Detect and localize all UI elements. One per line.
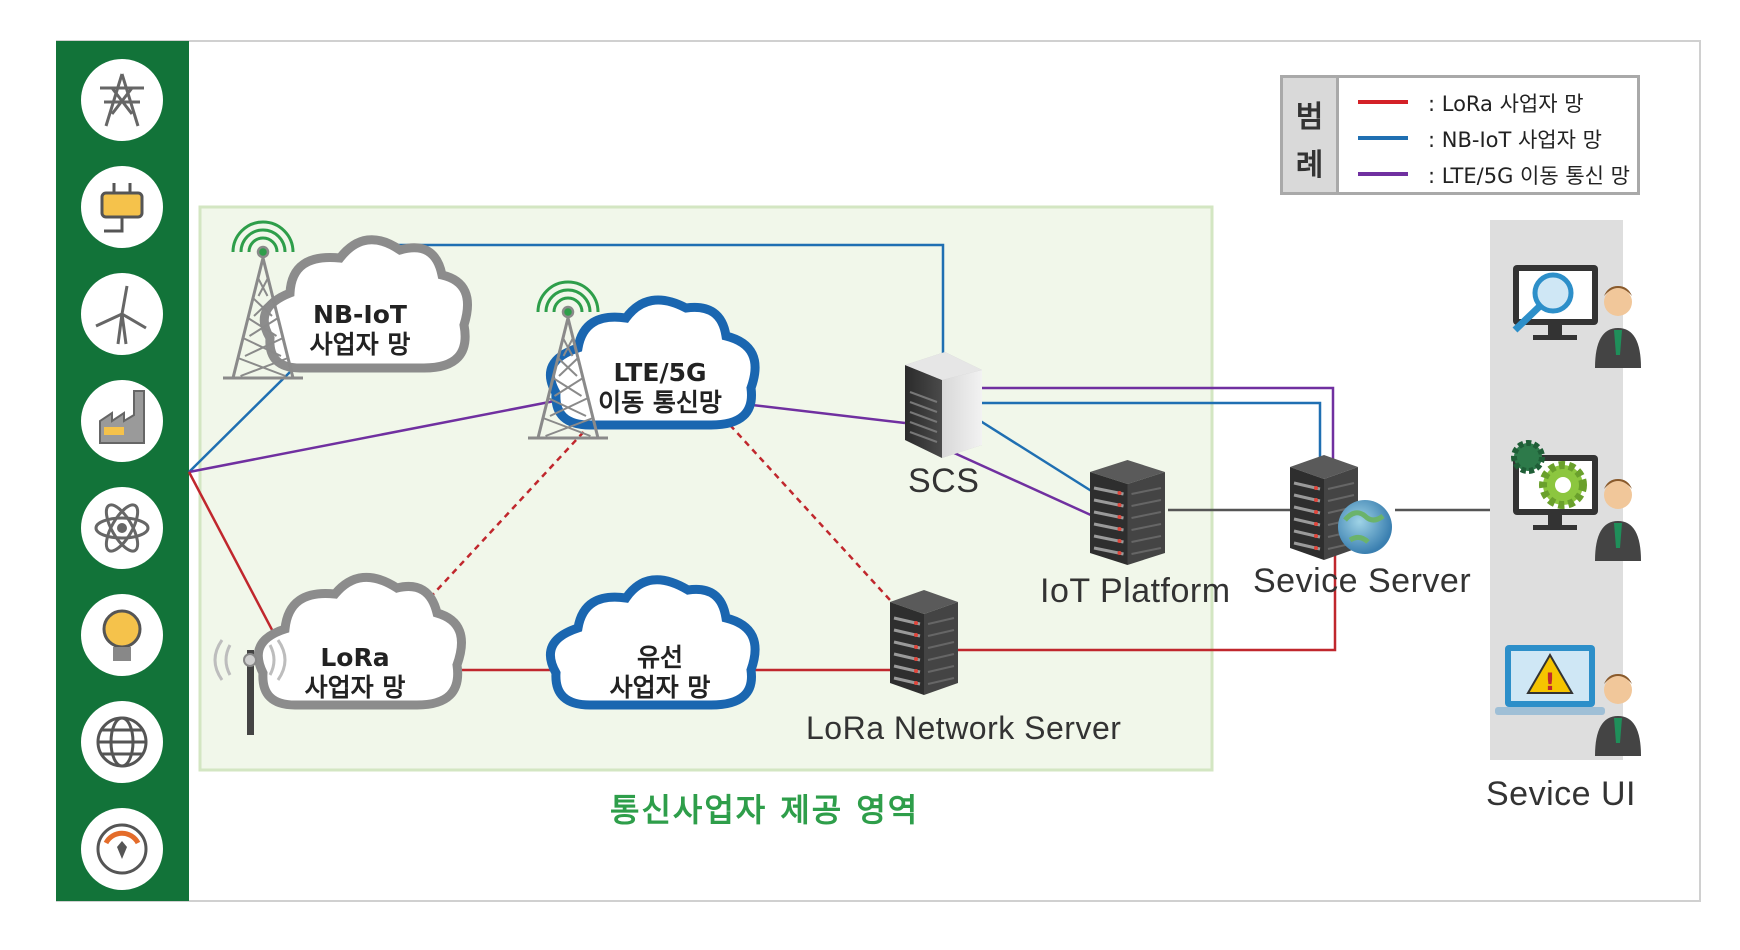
legend-text-lora: : LoRa 사업자 망 — [1428, 92, 1584, 116]
sidebar-icon-list — [81, 59, 163, 890]
nbiot-label-line2: 사업자 망 — [309, 330, 411, 359]
lora-label-line2: 사업자 망 — [304, 673, 406, 702]
legend-title-bottom: 례 — [1295, 148, 1324, 183]
lora-label-line1: LoRa — [320, 643, 390, 672]
scs-server-icon — [905, 352, 982, 458]
lte-line-device — [188, 396, 571, 474]
legend-swatch-nbiot — [1358, 136, 1408, 140]
power-tower-icon — [81, 59, 163, 141]
globe-icon — [81, 701, 163, 783]
nbiot-cloud-label: NB-IoT 사업자 망 — [285, 300, 435, 360]
lora-line-server — [955, 545, 1337, 652]
lte-label-line1: LTE/5G — [613, 358, 707, 387]
lte-cloud-label: LTE/5G 이동 통신망 — [585, 358, 735, 418]
lora-network-server-icon — [890, 590, 958, 695]
legend-item-lora: : LoRa 사업자 망 — [1358, 86, 1638, 116]
power-plug-icon — [81, 166, 163, 248]
lora-line-device — [187, 471, 282, 646]
lora-cloud — [253, 572, 466, 710]
lte-line-server — [980, 386, 1335, 465]
provider-zone-label: 통신사업자 제공 영역 — [610, 791, 920, 829]
laptop-warning-user-icon: ! — [1495, 645, 1641, 756]
globe-icon — [1338, 500, 1392, 554]
wind-turbine-icon — [81, 273, 163, 355]
legend-text-lte: : LTE/5G 이동 통신 망 — [1428, 164, 1630, 188]
factory-icon — [81, 380, 163, 462]
wired-cloud — [545, 575, 760, 710]
legend-text-nbiot: : NB-IoT 사업자 망 — [1428, 128, 1602, 152]
iot-platform-server-icon — [1090, 460, 1165, 565]
service-server-label: Sevice Server — [1253, 562, 1472, 600]
atom-icon — [81, 487, 163, 569]
lora-antenna-icon — [213, 639, 287, 735]
wired-label-line1: 유선 — [636, 643, 683, 672]
legend-title-top: 범 — [1295, 100, 1324, 135]
lte-label-line2: 이동 통신망 — [598, 388, 722, 417]
legend-swatch-lora — [1358, 100, 1408, 104]
legend-item-lte: : LTE/5G 이동 통신 망 — [1358, 158, 1638, 188]
svg-text:!: ! — [1545, 668, 1556, 696]
lora-cloud-label: LoRa 사업자 망 — [280, 643, 430, 703]
legend-title: 범 례 — [1283, 78, 1339, 192]
iot-platform-label: IoT Platform — [1040, 572, 1231, 610]
nbiot-label-line1: NB-IoT — [313, 300, 407, 329]
gauge-icon — [81, 808, 163, 890]
wired-label-line2: 사업자 망 — [609, 673, 711, 702]
monitor-search-user-icon — [1512, 265, 1641, 368]
nbiot-line-device — [188, 371, 291, 473]
lte-line-scs — [751, 403, 906, 425]
service-server-icon — [1290, 455, 1358, 560]
lte-line-iot — [951, 450, 1094, 518]
cell-tower-icon — [528, 280, 608, 440]
legend-swatch-lte — [1358, 172, 1408, 176]
nbiot-line-server — [975, 401, 1322, 470]
legend: 범 례 : LoRa 사업자 망 : NB-IoT 사업자 망 : LTE/5G… — [1280, 75, 1640, 195]
lora-network-server-label: LoRa Network Server — [806, 710, 1122, 746]
scs-label: SCS — [908, 462, 980, 500]
legend-item-nbiot: : NB-IoT 사업자 망 — [1358, 122, 1638, 152]
wired-cloud-label: 유선 사업자 망 — [585, 643, 735, 703]
service-ui-label: Sevice UI — [1486, 775, 1636, 813]
cell-tower-icon — [223, 220, 303, 380]
light-bulb-icon — [81, 594, 163, 676]
monitor-settings-user-icon — [1511, 440, 1641, 561]
